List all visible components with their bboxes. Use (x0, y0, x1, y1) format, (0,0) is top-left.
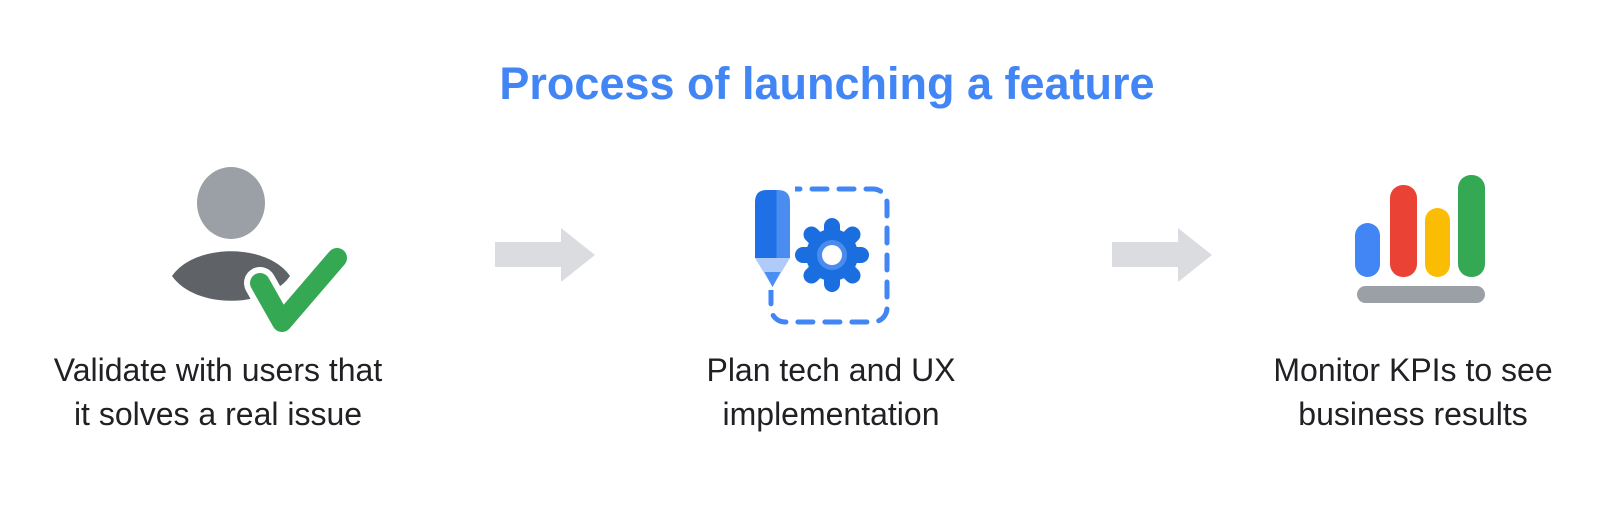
chart-base (1357, 286, 1485, 303)
bar-blue (1355, 223, 1380, 277)
pencil-gear-icon (750, 186, 890, 325)
user-check-icon (172, 167, 353, 338)
label-line-1: Monitor KPIs to see (1273, 352, 1553, 388)
label-line-2: it solves a real issue (73, 396, 363, 432)
person-head (197, 167, 265, 239)
pencil-point (764, 272, 781, 287)
right-arrow-icon (1112, 228, 1212, 282)
bar-red (1390, 185, 1417, 277)
right-arrow-icon (495, 228, 595, 282)
arrow-1-box (495, 226, 597, 289)
label-line-1: Plan tech and UX (706, 352, 956, 388)
checkmark-icon (250, 248, 347, 332)
page-title: Process of launching a feature (499, 58, 1155, 109)
label-line-1: Validate with users that (53, 352, 383, 388)
bar-yellow (1425, 208, 1450, 277)
step-plan-icon-box (750, 180, 900, 335)
step-monitor-icon-box (1340, 170, 1500, 315)
step-plan-label: Plan tech and UX implementation (631, 348, 1031, 436)
label-line-2: implementation (722, 396, 940, 432)
arrow-shape (495, 228, 595, 282)
arrow-2-box (1112, 226, 1214, 289)
label-line-2: business results (1298, 396, 1528, 432)
step-monitor-label: Monitor KPIs to see business results (1213, 348, 1600, 436)
arrow-shape (1112, 228, 1212, 282)
step-validate-label: Validate with users that it solves a rea… (0, 348, 436, 436)
bar-chart-icon (1355, 175, 1485, 303)
pencil-body (755, 190, 790, 258)
bar-green (1458, 175, 1485, 277)
step-validate-icon-box (155, 155, 355, 345)
dashed-box (768, 186, 890, 325)
gear-icon (795, 218, 869, 292)
